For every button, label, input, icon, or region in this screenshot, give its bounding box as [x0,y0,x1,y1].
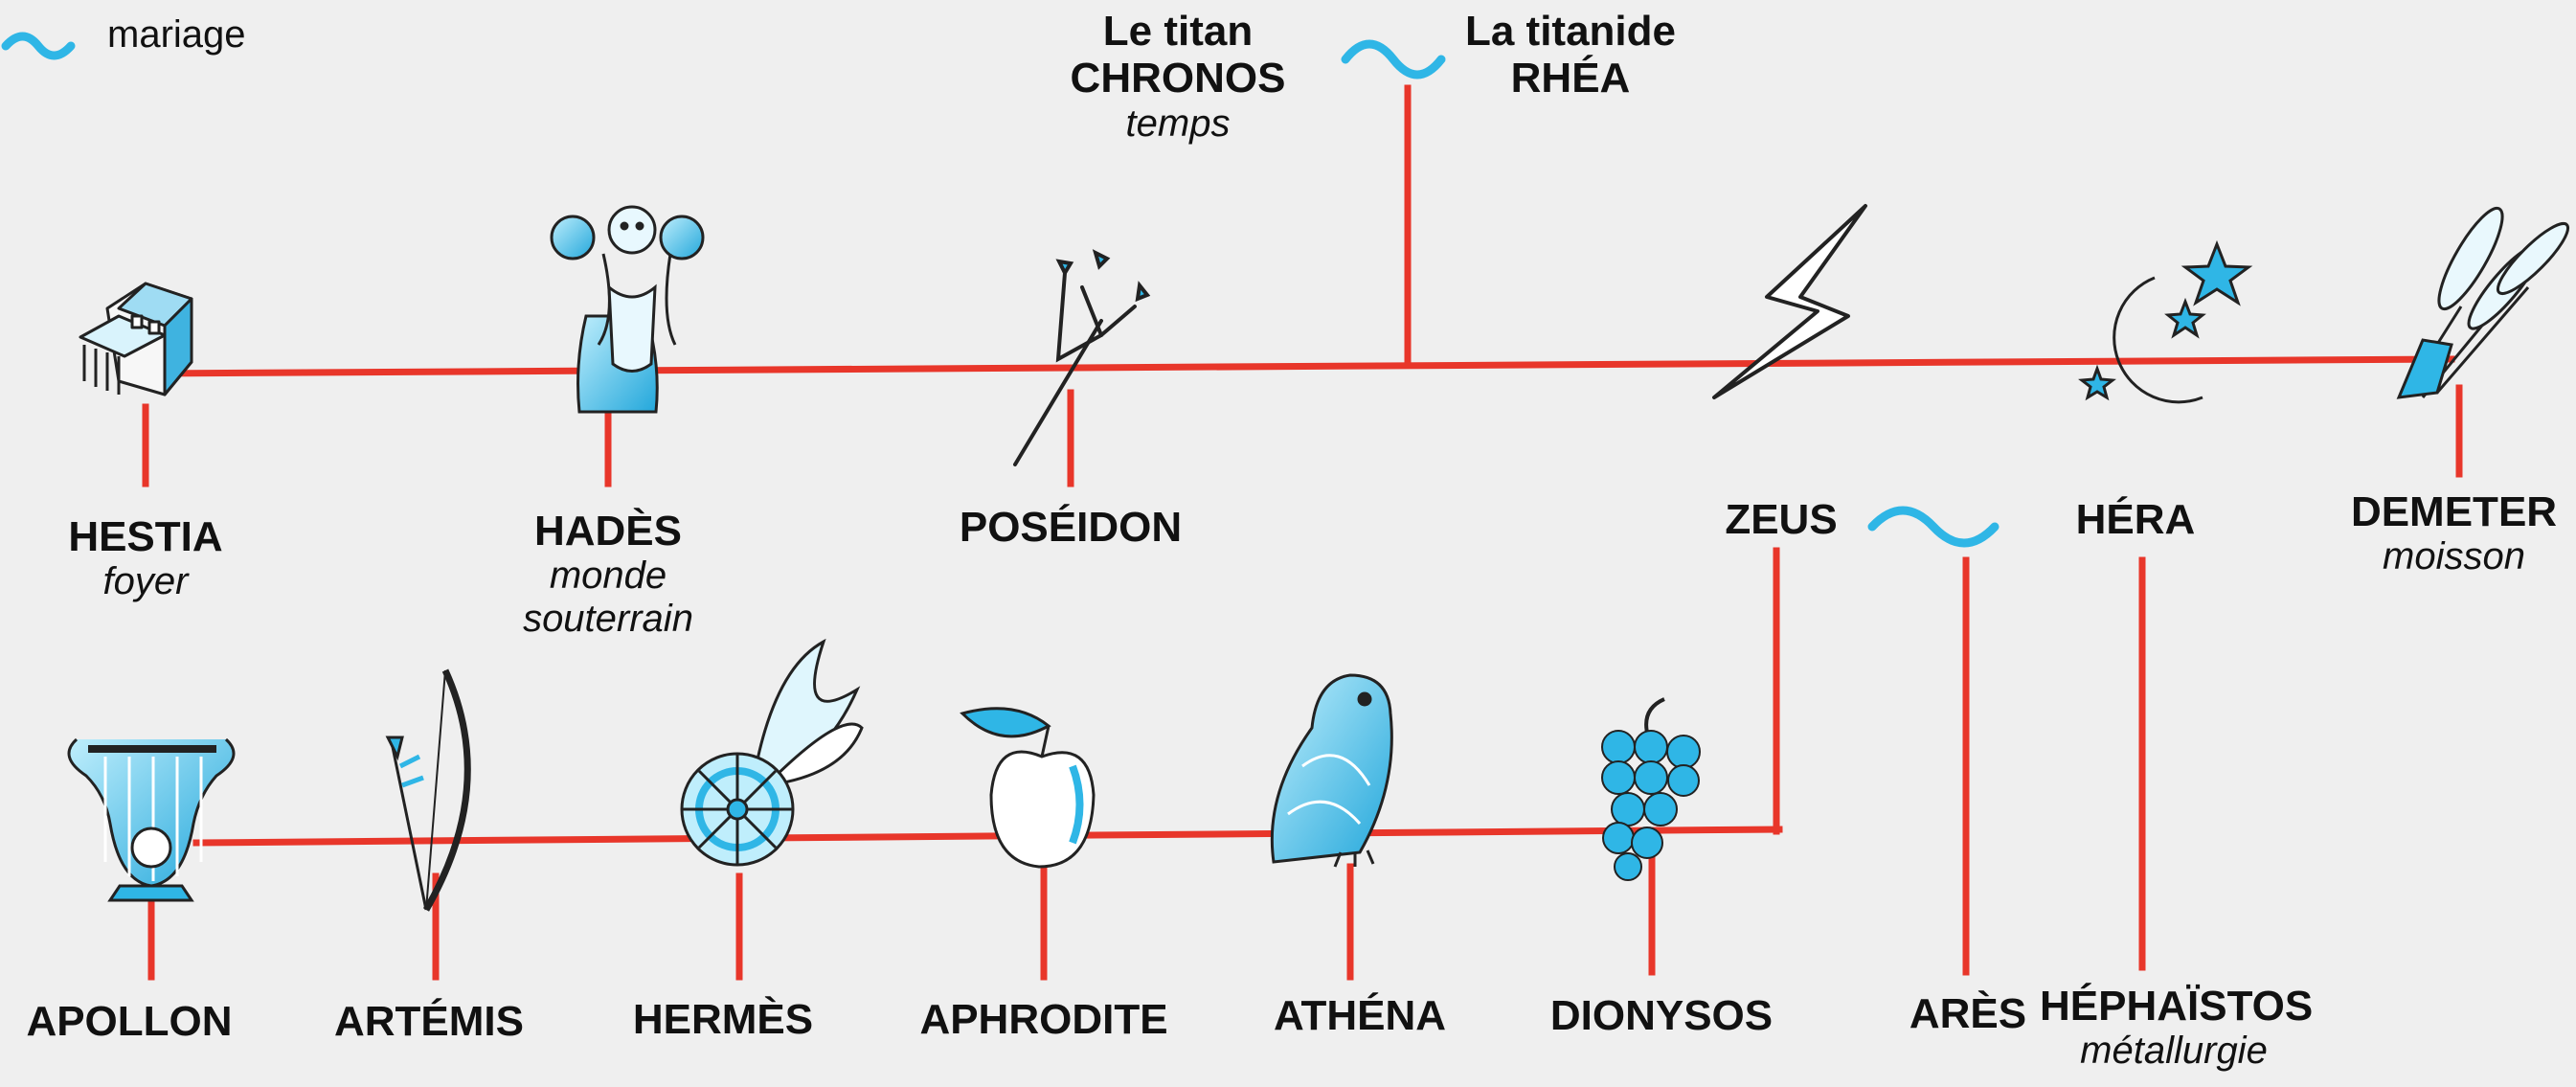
god-name: ZEUS [1725,496,1838,543]
apple-icon [960,707,1096,869]
god-aphrodite: APHRODITE [891,996,1197,1043]
god-demeter: DEMETER moisson [2337,488,2571,578]
rhea-name: RHÉA [1510,55,1631,102]
god-hestia: HESTIA foyer [31,513,260,603]
god-name: ARTÉMIS [334,998,524,1045]
chronos-name: CHRONOS [1070,55,1286,102]
chronos-title-line: Le titan [1102,8,1254,55]
lightning-icon [1712,204,1867,399]
bow-icon [385,668,471,912]
wheat-icon [2396,206,2570,399]
parent-chronos: Le titan CHRONOS temps [1044,8,1312,145]
god-hephaistos: HÉPHAÏSTOS métallurgie [2040,983,2314,1073]
god-name: APOLLON [26,998,233,1045]
god-artemis: ARTÉMIS [305,998,554,1045]
god-hermes: HERMÈS [599,996,847,1043]
god-name: HÉRA [2075,496,2196,543]
house-icon [79,282,193,396]
god-ares: ARÈS [1872,990,2064,1037]
god-domain: métallurgie [2080,1030,2268,1073]
rhea-title-line: La titanide [1464,8,1677,55]
god-poseidon: POSÉIDON [927,504,1214,551]
marriage-wave-zeus-hera-icon [1867,506,2000,548]
trident-icon [1013,249,1151,466]
god-dionysos: DIONYSOS [1518,992,1805,1039]
god-name: DEMETER [2350,488,2558,535]
owl-icon [1270,673,1393,868]
god-hades: HADÈS monde souterrain [484,508,733,641]
god-name: HADÈS [533,508,683,555]
tree-lines [142,84,2463,981]
lyre-icon [67,737,236,902]
wave-icon [1,32,76,60]
god-hera: HÉRA [2049,496,2222,543]
god-name: HERMÈS [632,996,814,1043]
god-name: DIONYSOS [1549,992,1774,1039]
grapes-icon [1601,697,1701,881]
god-name: HESTIA [68,513,223,560]
legend-marriage-label: mariage [107,13,246,56]
chronos-domain: temps [1125,102,1231,145]
god-domain: moisson [2383,535,2525,578]
cerberus-icon [550,205,705,414]
god-apollon: APOLLON [5,998,254,1045]
god-domain: monde souterrain [523,555,693,641]
god-zeus: ZEUS [1695,496,1867,543]
god-domain: foyer [102,560,189,603]
god-name: APHRODITE [919,996,1168,1043]
line-gen1-bar [149,355,2455,377]
god-name: HÉPHAÏSTOS [2040,983,2314,1030]
parent-rhea: La titanide RHÉA [1446,8,1695,102]
god-athena: ATHÉNA [1235,992,1484,1039]
god-name: POSÉIDON [959,504,1183,551]
god-name: ARÈS [1909,990,2027,1037]
line-gen2-bar [192,826,1783,847]
god-name: ATHÉNA [1273,992,1447,1039]
moon-stars-icon [2078,239,2253,404]
winged-wheel-icon [680,638,864,867]
marriage-wave-chronos-rhea-icon [1341,39,1446,79]
